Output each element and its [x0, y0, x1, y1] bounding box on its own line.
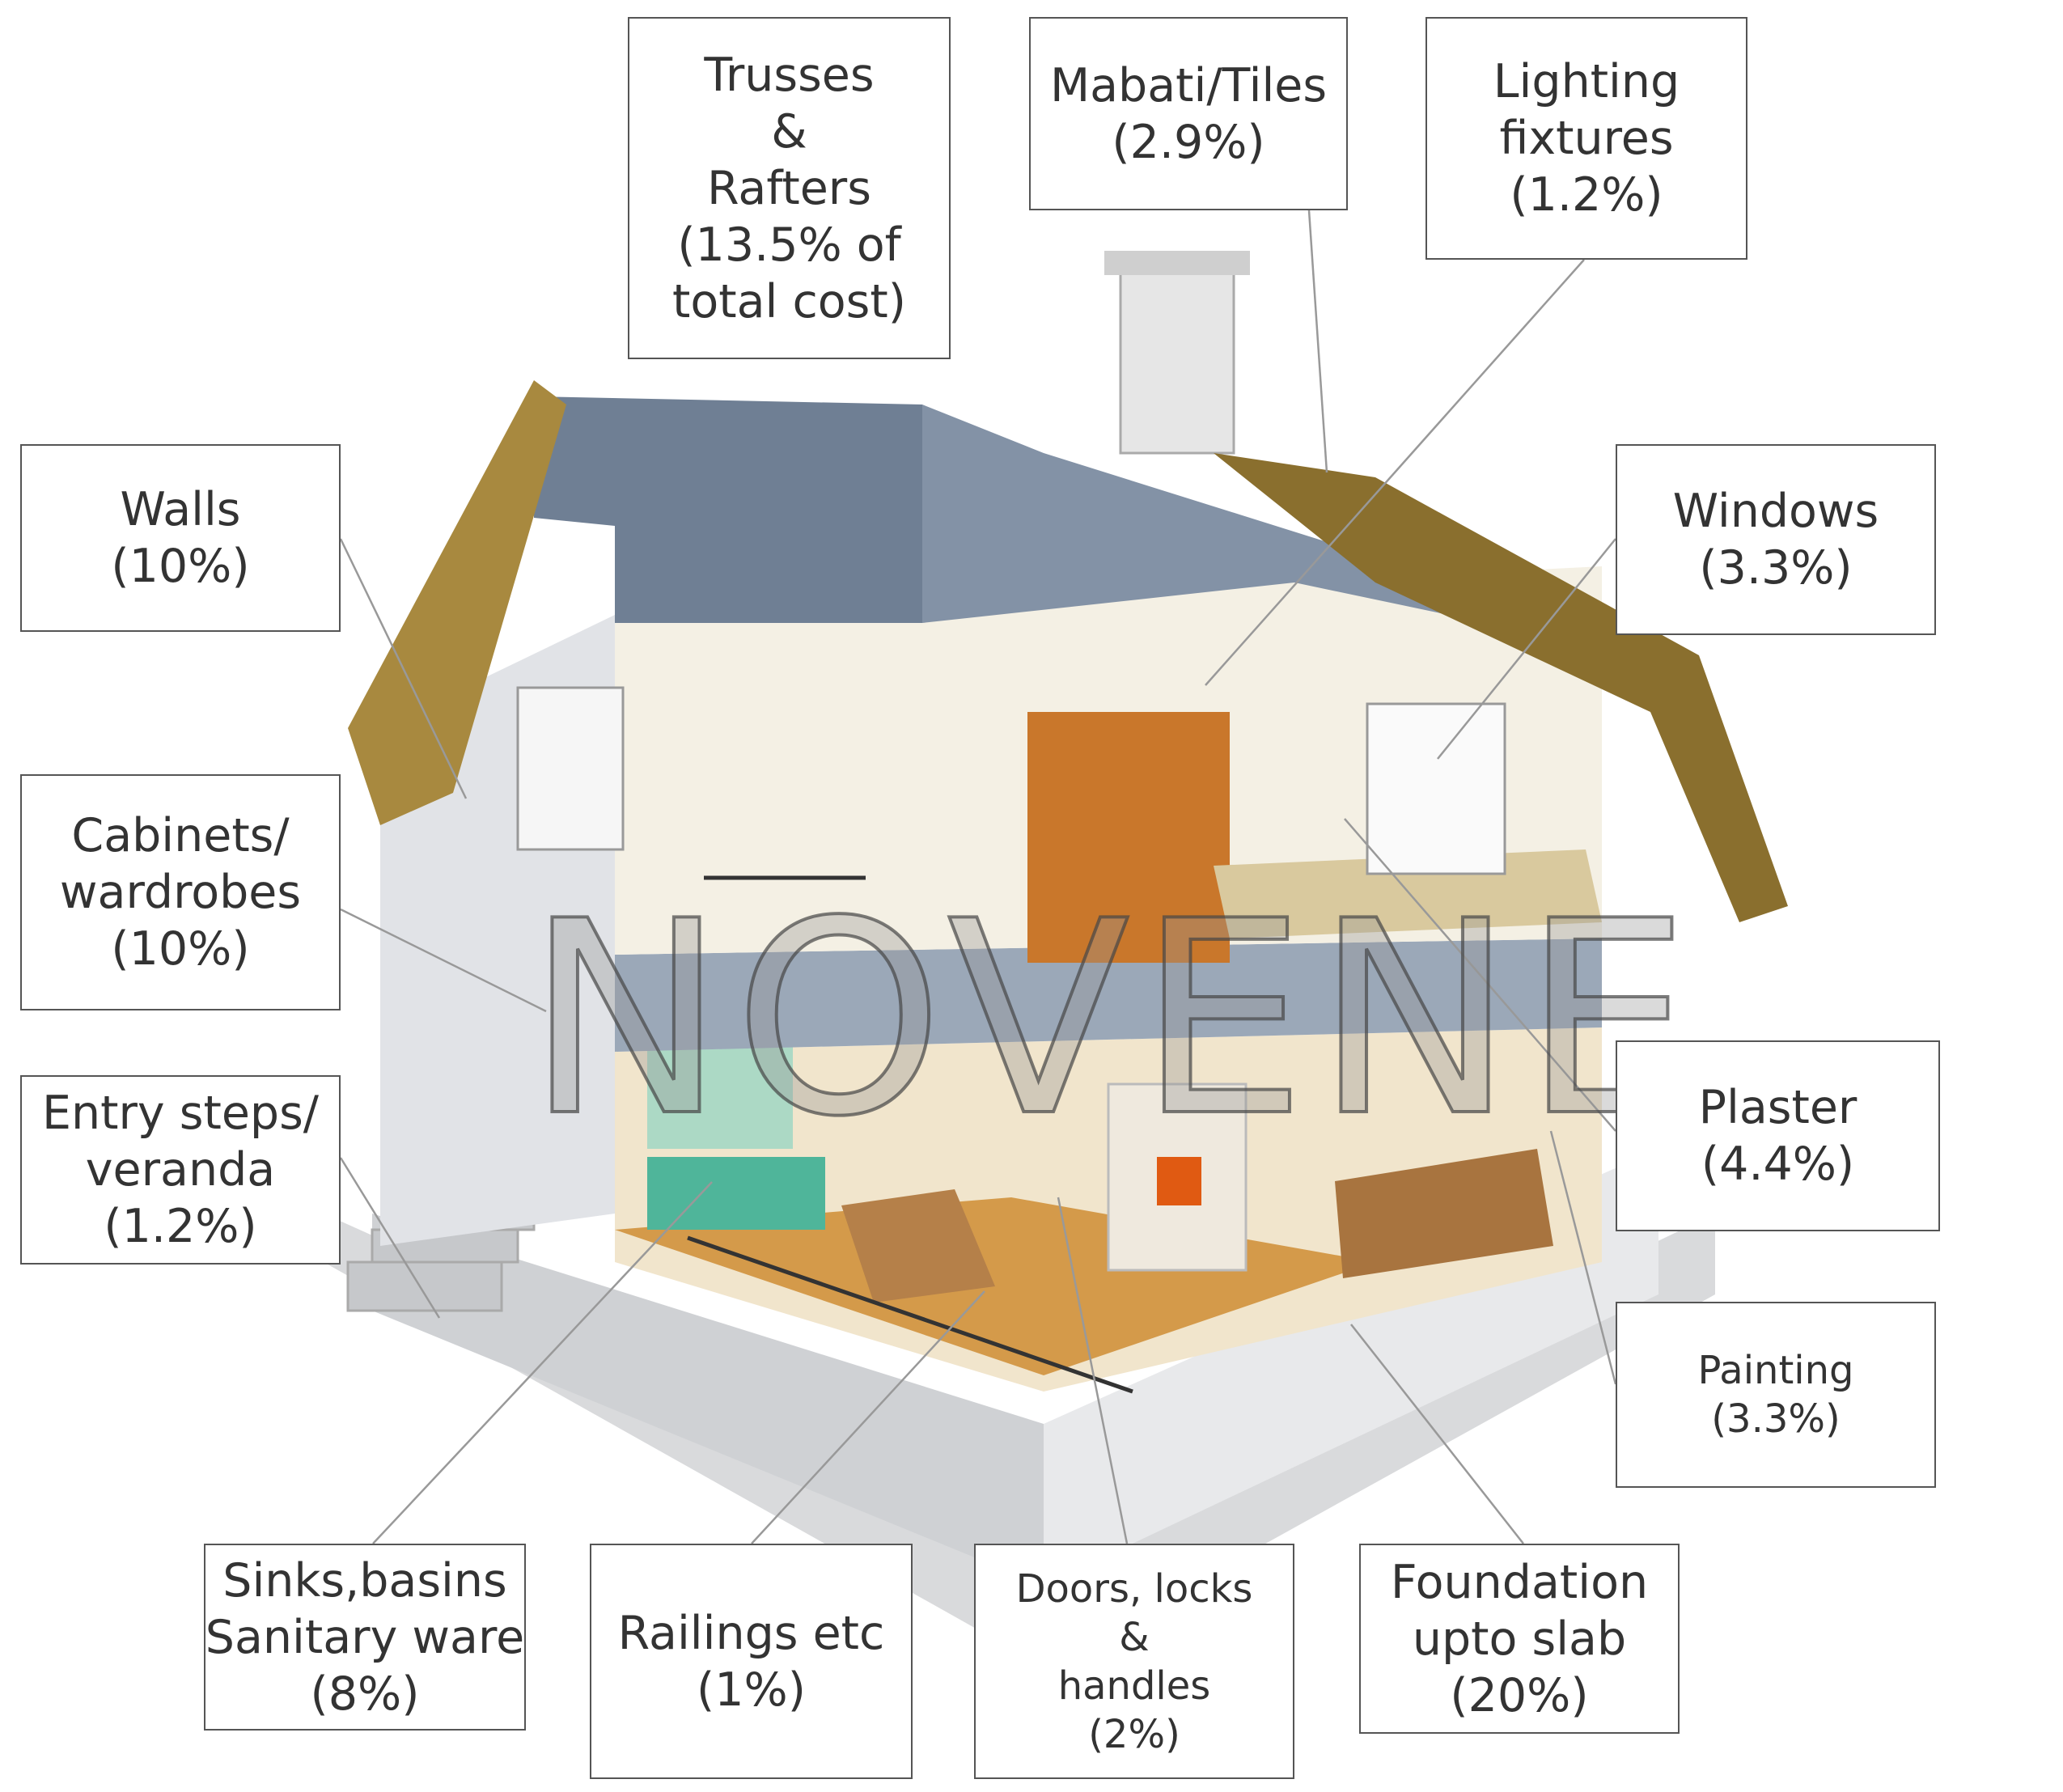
label-line: upto slab	[1412, 1612, 1627, 1666]
label-line: (13.5% of	[677, 218, 901, 272]
balcony-railing	[687, 875, 1133, 1394]
left-window	[516, 686, 625, 851]
label-line: (1.2%)	[1510, 168, 1663, 222]
label-line: total cost)	[672, 274, 906, 328]
watermark: NOVENE	[524, 864, 1700, 1175]
label-entry-steps: Entry steps/ veranda (1.2%)	[20, 1075, 341, 1265]
sofa	[1335, 1149, 1553, 1278]
label-cabinets-wardrobes: Cabinets/ wardrobes (10%)	[20, 774, 341, 1010]
label-line: handles	[1057, 1663, 1211, 1709]
leader-lines	[339, 210, 1617, 1544]
label-line: (1%)	[697, 1663, 806, 1717]
label-line: (2.9%)	[1112, 115, 1265, 169]
label-line: Mabati/Tiles	[1049, 58, 1328, 112]
foundation-front	[372, 1214, 1044, 1586]
label-line: (8%)	[310, 1667, 420, 1721]
label-line: Plaster	[1698, 1081, 1858, 1134]
label-line: (1.2%)	[104, 1200, 257, 1253]
floor-slab	[615, 938, 1602, 1052]
roof-left	[348, 380, 566, 825]
label-line: Railings etc	[617, 1606, 885, 1660]
label-line: Windows	[1672, 485, 1879, 538]
label-line: (20%)	[1450, 1668, 1589, 1722]
label-line: fixtures	[1499, 112, 1674, 165]
label-railings: Railings etc (1%)	[590, 1544, 913, 1779]
roof-right	[1214, 453, 1788, 922]
label-mabati-tiles: Mabati/Tiles (2.9%)	[1029, 17, 1348, 210]
armchair	[841, 1189, 995, 1303]
label-line: (2%)	[1088, 1711, 1180, 1757]
label-line: Entry steps/	[42, 1087, 319, 1140]
fire	[1157, 1157, 1201, 1205]
wardrobe	[1027, 712, 1230, 963]
label-line: (3.3%)	[1711, 1396, 1841, 1442]
upper-window	[1366, 702, 1506, 875]
label-line: Trusses	[704, 48, 875, 102]
label-line: &	[771, 104, 807, 159]
label-walls: Walls (10%)	[20, 444, 341, 632]
bathtub	[647, 1157, 825, 1230]
label-plaster: Plaster (4.4%)	[1616, 1040, 1940, 1231]
label-line: Painting	[1697, 1348, 1854, 1393]
chimney-cap	[1104, 251, 1250, 275]
label-doors-locks: Doors, locks & handles (2%)	[974, 1544, 1294, 1779]
label-line: Sinks,basins	[222, 1553, 507, 1608]
label-line: (10%)	[111, 922, 250, 976]
label-lighting-fixtures: Lighting fixtures (1.2%)	[1425, 17, 1747, 260]
label-line: Cabinets/	[71, 809, 290, 862]
label-line: (4.4%)	[1701, 1137, 1855, 1191]
label-trusses-rafters: Trusses & Rafters (13.5% of total cost)	[628, 17, 951, 359]
label-line: (10%)	[111, 540, 250, 593]
upper-blue-wall	[534, 396, 922, 623]
label-line: Sanitary ware	[205, 1610, 525, 1664]
label-line: Rafters	[707, 161, 871, 215]
label-line: Doors, locks	[1015, 1565, 1253, 1612]
label-line: wardrobes	[59, 866, 302, 919]
chimney	[1119, 265, 1235, 455]
label-line: Lighting	[1493, 55, 1680, 108]
label-windows: Windows (3.3%)	[1616, 444, 1936, 635]
label-foundation: Foundation upto slab (20%)	[1359, 1544, 1680, 1734]
label-line: Foundation	[1390, 1555, 1649, 1609]
label-sinks-sanitary: Sinks,basins Sanitary ware (8%)	[204, 1544, 526, 1731]
label-line: Walls	[120, 483, 241, 536]
label-line: &	[1119, 1614, 1150, 1660]
label-line: veranda	[85, 1143, 276, 1197]
label-line: (3.3%)	[1699, 541, 1853, 595]
label-painting: Painting (3.3%)	[1616, 1302, 1936, 1488]
